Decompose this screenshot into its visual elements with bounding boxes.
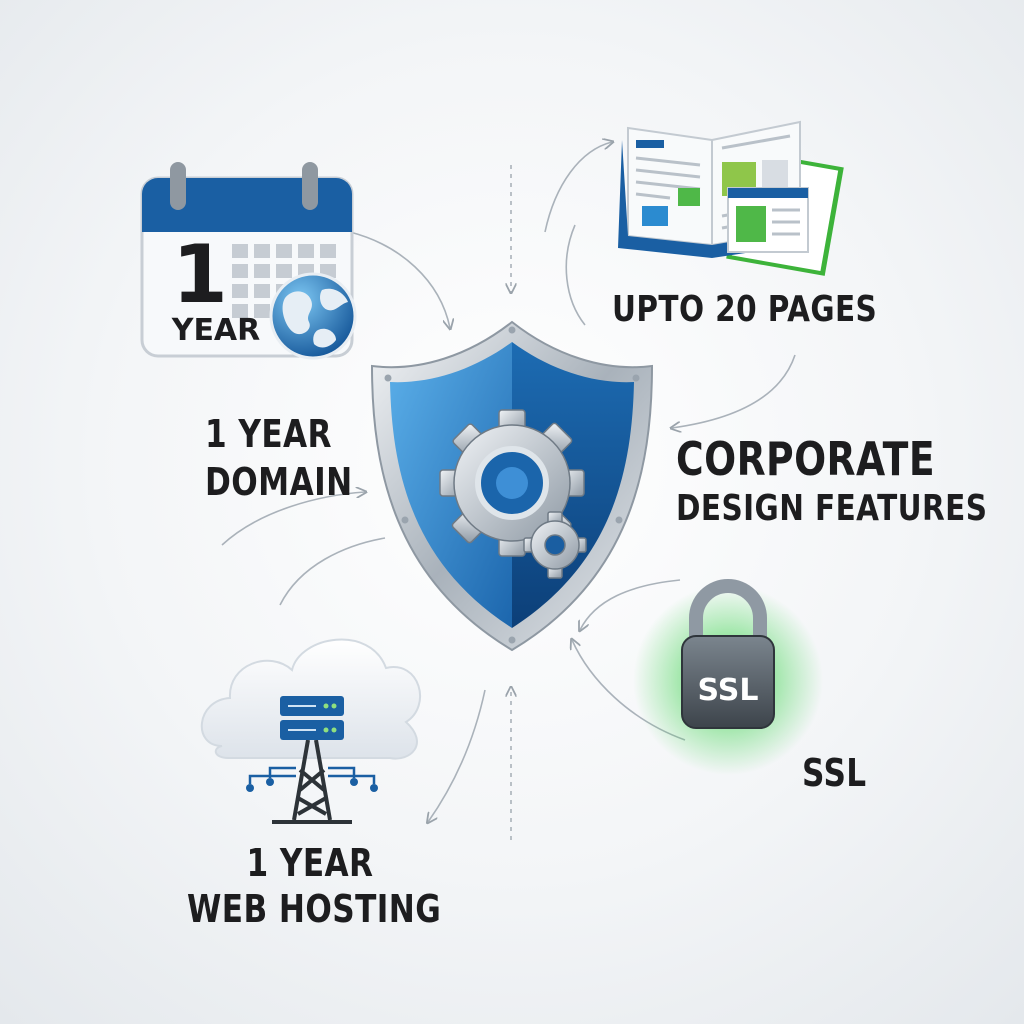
shield-rivets bbox=[384, 326, 640, 644]
globe-icon bbox=[269, 272, 357, 360]
feature-label-pages: UPTO 20 PAGES bbox=[612, 289, 878, 330]
small-gear-icon bbox=[523, 511, 587, 579]
calendar-grid bbox=[232, 244, 336, 318]
hosting-line-1: 1 YEAR bbox=[246, 841, 374, 885]
brochure-pages-icon bbox=[618, 120, 844, 276]
shield-gear-icon bbox=[370, 320, 654, 652]
feature-label-domain: 1 YEAR DOMAIN bbox=[205, 410, 353, 506]
connector-arrows bbox=[221, 142, 796, 840]
large-gear-icon bbox=[439, 409, 585, 557]
calendar-unit: YEAR bbox=[171, 313, 261, 348]
feature-label-hosting: 1 YEAR WEB HOSTING bbox=[187, 840, 442, 932]
domain-line-1: 1 YEAR bbox=[205, 412, 332, 456]
hosting-line-2: WEB HOSTING bbox=[187, 887, 442, 931]
server-tower-icon bbox=[246, 696, 378, 824]
domain-line-2: DOMAIN bbox=[205, 460, 353, 504]
corporate-line-2: DESIGN FEATURES bbox=[676, 488, 988, 529]
lock-label: SSL bbox=[698, 673, 759, 708]
feature-label-corporate: CORPORATE DESIGN FEATURES bbox=[676, 432, 987, 532]
padlock-icon: SSL bbox=[633, 579, 823, 775]
calendar-number: 1 bbox=[172, 228, 228, 321]
feature-label-ssl: SSL bbox=[802, 751, 867, 795]
corporate-line-1: CORPORATE bbox=[676, 432, 936, 486]
